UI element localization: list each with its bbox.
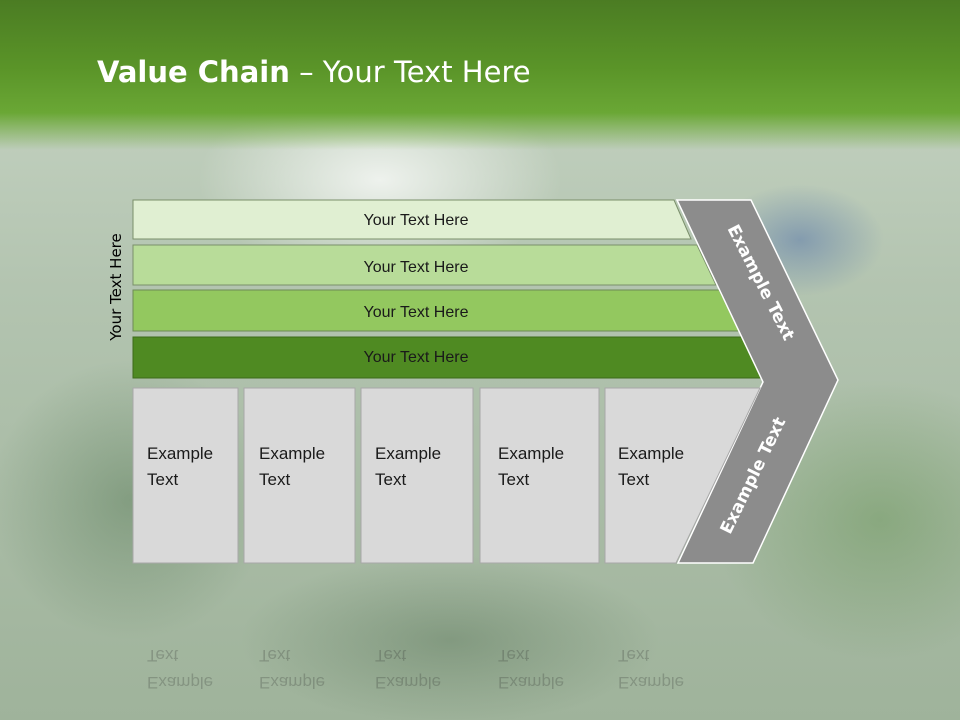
title-rest: – Your Text Here xyxy=(289,55,531,89)
column-text: Example xyxy=(498,444,564,463)
column-box xyxy=(243,387,356,564)
column-text: Text xyxy=(147,470,178,489)
reflection-text: Example xyxy=(375,673,441,692)
header-band xyxy=(0,0,960,150)
reflection-text-group: Example Text Example Text Example Text E… xyxy=(147,646,684,692)
title-bold: Value Chain xyxy=(97,55,290,89)
reflection-text: Text xyxy=(498,646,529,665)
column-text: Example xyxy=(375,444,441,463)
chevron-arrow xyxy=(675,199,839,564)
column-text: Text xyxy=(375,470,406,489)
column-text: Example xyxy=(259,444,325,463)
row-label: Your Text Here xyxy=(364,304,469,321)
column-text: Text xyxy=(618,470,649,489)
column-box xyxy=(360,387,474,564)
column-box xyxy=(132,387,239,564)
reflection-text: Example xyxy=(618,673,684,692)
reflection-text: Text xyxy=(618,646,649,665)
reflection-text: Example xyxy=(498,673,564,692)
row-band-2 xyxy=(132,244,717,286)
column-box xyxy=(479,387,600,564)
columns xyxy=(132,387,761,564)
column-box xyxy=(604,387,761,564)
reflection-text: Example xyxy=(147,673,213,692)
reflection-text: Text xyxy=(147,646,178,665)
row-label: Your Text Here xyxy=(364,212,469,229)
reflection-text: Text xyxy=(375,646,406,665)
row-label: Your Text Here xyxy=(364,349,469,366)
page-title: Value Chain – Your Text Here xyxy=(97,55,531,89)
column-text: Text xyxy=(259,470,290,489)
row-band-1 xyxy=(132,199,692,240)
row-bands xyxy=(132,199,763,379)
reflection-text: Text xyxy=(259,646,290,665)
column-text: Example xyxy=(618,444,684,463)
column-text: Text xyxy=(498,470,529,489)
column-text: Example xyxy=(147,444,213,463)
row-label: Your Text Here xyxy=(364,259,469,276)
reflection-text: Example xyxy=(259,673,325,692)
